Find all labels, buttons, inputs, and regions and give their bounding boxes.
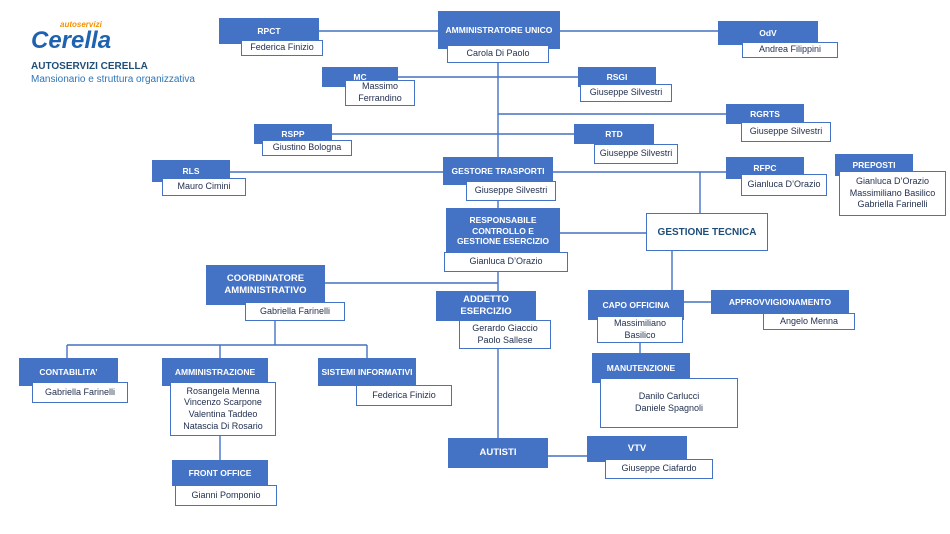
node-rfpc-names: Gianluca D’Orazio bbox=[741, 174, 827, 196]
name-line: Federica Finizio bbox=[372, 389, 436, 400]
name-line: Gerardo Giaccio bbox=[472, 322, 538, 333]
node-preposti-names: Gianluca D’Orazio Massimiliano Basilico … bbox=[839, 171, 946, 216]
name-line: Gianluca D’Orazio bbox=[747, 179, 821, 190]
node-contabilita-title: CONTABILITA’ bbox=[19, 358, 118, 386]
node-rspp-title: RSPP bbox=[254, 124, 332, 144]
name-line: Basilico bbox=[624, 329, 656, 340]
name-line: Giuseppe Silvestri bbox=[589, 87, 663, 98]
node-responsabile-title: RESPONSABILE CONTROLLO E GESTIONE ESERCI… bbox=[446, 208, 560, 254]
node-front-office-names: Gianni Pomponio bbox=[175, 485, 277, 506]
node-approvvigionamento-title: APPROVVIGIONAMENTO bbox=[711, 290, 849, 314]
name-line: Mauro Cimini bbox=[177, 181, 231, 192]
name-line: Giuseppe Ciafardo bbox=[621, 463, 697, 474]
name-line: Massimiliano bbox=[613, 317, 666, 328]
name-line: Federica Finizio bbox=[250, 42, 314, 53]
name-line: Daniele Spagnoli bbox=[634, 403, 704, 413]
name-line: Giuseppe Silvestri bbox=[599, 148, 673, 159]
node-rspp-names: Giustino Bologna bbox=[262, 140, 352, 156]
name-line: Gianluca D’Orazio bbox=[855, 175, 930, 186]
node-amministratore-names: Carola Di Paolo bbox=[447, 45, 549, 63]
logo-top-text: autoservizi bbox=[60, 20, 103, 29]
name-line: Gianluca D’Orazio bbox=[469, 256, 543, 267]
name-line: Angelo Menna bbox=[779, 315, 839, 326]
node-manutenzione-names: Danilo Carlucci Daniele Spagnoli bbox=[600, 378, 738, 428]
node-sistemi-names: Federica Finizio bbox=[356, 385, 452, 406]
node-rgrts-title: RGRTS bbox=[726, 104, 804, 124]
node-odv-title: OdV bbox=[718, 21, 818, 45]
name-line: Rosangela Menna bbox=[186, 385, 260, 396]
name-line: Vincenzo Scarpone bbox=[184, 397, 262, 408]
node-vtv-title: VTV bbox=[587, 436, 687, 462]
node-sistemi-title: SISTEMI INFORMATIVI bbox=[318, 358, 416, 386]
page-subtitle: Mansionario e struttura organizzativa bbox=[31, 74, 195, 85]
node-rsgi-names: Giuseppe Silvestri bbox=[580, 84, 672, 102]
name-line: Ferrandino bbox=[358, 93, 402, 103]
node-amministrazione-title: AMMINISTRAZIONE bbox=[162, 358, 268, 386]
node-amministrazione-names: Rosangela Menna Vincenzo Scarpone Valent… bbox=[170, 382, 276, 436]
node-rpct-names: Federica Finizio bbox=[241, 40, 323, 56]
name-line: Giustino Bologna bbox=[272, 142, 342, 153]
node-rls-title: RLS bbox=[152, 160, 230, 182]
name-line: Paolo Sallese bbox=[477, 334, 533, 345]
node-amministratore-title: AMMINISTRATORE UNICO bbox=[438, 11, 560, 49]
node-approvvigionamento-names: Angelo Menna bbox=[763, 313, 855, 330]
name-line: Massimo bbox=[361, 81, 398, 92]
node-mc-names: Massimo Ferrandino bbox=[345, 80, 415, 106]
node-coordinatore-title: COORDINATORE AMMINISTRATIVO bbox=[206, 265, 325, 305]
name-line: Carola Di Paolo bbox=[466, 48, 530, 59]
name-line: Natascia Di Rosario bbox=[183, 420, 263, 431]
name-line: Valentina Taddeo bbox=[188, 409, 258, 419]
node-odv-names: Andrea Filippini bbox=[742, 42, 838, 58]
node-gestore-names: Giuseppe Silvestri bbox=[466, 181, 556, 201]
node-addetto-title: ADDETTO ESERCIZIO bbox=[436, 291, 536, 321]
node-capo-officina-title: CAPO OFFICINA bbox=[588, 290, 684, 320]
node-rgrts-names: Giuseppe Silvestri bbox=[741, 122, 831, 142]
node-gestione-tecnica: GESTIONE TECNICA bbox=[646, 213, 768, 251]
node-rfpc-title: RFPC bbox=[726, 157, 804, 179]
node-front-office-title: FRONT OFFICE bbox=[172, 460, 268, 486]
node-vtv-names: Giuseppe Ciafardo bbox=[605, 459, 713, 479]
cerella-logo: autoservizi Cerella bbox=[31, 20, 111, 52]
name-line: Gabriella Farinelli bbox=[259, 305, 331, 316]
name-line: Andrea Filippini bbox=[758, 44, 822, 55]
name-line: Danilo Carlucci bbox=[638, 391, 700, 402]
node-rtd-names: Giuseppe Silvestri bbox=[594, 144, 678, 164]
node-contabilita-names: Gabriella Farinelli bbox=[32, 382, 128, 403]
company-name: AUTOSERVIZI CERELLA bbox=[31, 61, 148, 72]
node-rtd-title: RTD bbox=[574, 124, 654, 144]
node-rsgi-title: RSGI bbox=[578, 67, 656, 87]
node-responsabile-names: Gianluca D’Orazio bbox=[444, 252, 568, 272]
name-line: Giuseppe Silvestri bbox=[474, 185, 548, 196]
node-preposti-title: PREPOSTI bbox=[835, 154, 913, 176]
name-line: Gianni Pomponio bbox=[191, 489, 261, 500]
node-autisti: AUTISTI bbox=[448, 438, 548, 468]
node-gestore-title: GESTORE TRASPORTI bbox=[443, 157, 553, 185]
node-rls-names: Mauro Cimini bbox=[162, 178, 246, 196]
logo-main-text: Cerella bbox=[31, 27, 111, 52]
name-line: Gabriella Farinelli bbox=[857, 199, 928, 210]
name-line: Giuseppe Silvestri bbox=[749, 126, 823, 137]
node-coordinatore-names: Gabriella Farinelli bbox=[245, 302, 345, 321]
name-line: Massimiliano Basilico bbox=[849, 187, 936, 198]
node-rpct-title: RPCT bbox=[219, 18, 319, 44]
node-capo-officina-names: Massimiliano Basilico bbox=[597, 316, 683, 343]
name-line: Gabriella Farinelli bbox=[44, 386, 116, 397]
node-addetto-names: Gerardo Giaccio Paolo Sallese bbox=[459, 320, 551, 349]
